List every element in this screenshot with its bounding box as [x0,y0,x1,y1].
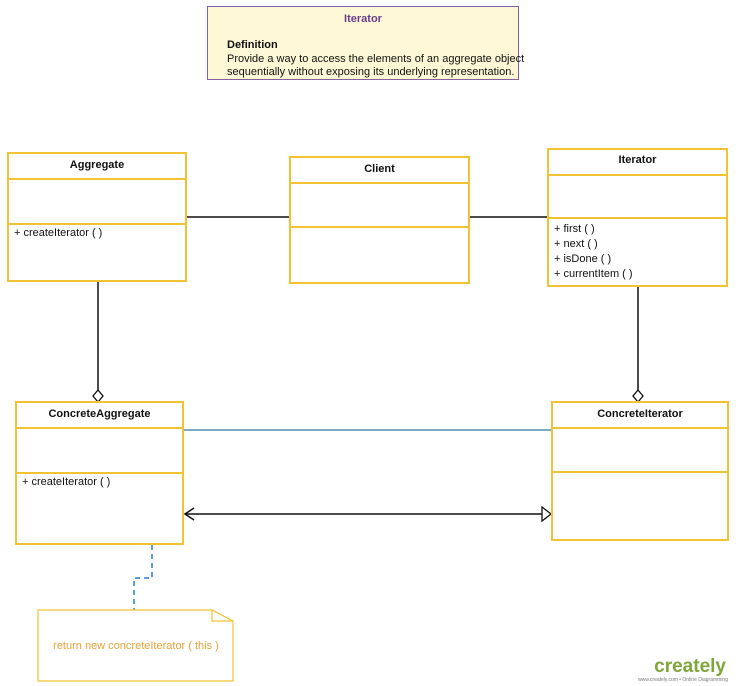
definition-line-1: Provide a way to access the elements of … [227,53,525,65]
class-concrete-aggregate-name: ConcreteAggregate [48,408,151,420]
class-concrete-iterator-name: ConcreteIterator [597,408,683,420]
class-concrete-aggregate-sep-1 [17,427,182,429]
class-concrete-aggregate-sep-2 [17,472,182,474]
definition-heading: Definition [227,39,278,51]
class-concrete-aggregate[interactable]: ConcreteAggregate + createIterator ( ) [15,401,184,545]
class-aggregate-op: + createIterator ( ) [14,227,103,239]
class-concrete-aggregate-op: + createIterator ( ) [22,476,111,488]
class-client-name: Client [364,163,395,175]
creately-tagline: www.creately.com • Online Diagramming [637,677,728,683]
class-client-sep-1 [291,182,468,184]
definition-note: Iterator Definition Provide a way to acc… [207,6,524,80]
class-iterator[interactable]: Iterator + first ( ) + next ( ) + isDone… [547,148,728,287]
class-concrete-iterator[interactable]: ConcreteIterator [551,401,729,541]
class-iterator-sep-1 [549,174,726,176]
class-client[interactable]: Client [289,156,470,284]
creately-logo: creately [654,656,726,677]
class-iterator-name: Iterator [618,154,657,166]
class-aggregate[interactable]: Aggregate + createIterator ( ) [7,152,187,282]
class-aggregate-sep-1 [9,178,185,180]
note-shape [37,609,234,682]
class-client-sep-2 [291,226,468,228]
class-aggregate-name: Aggregate [69,159,125,171]
class-iterator-sep-2 [549,217,726,219]
definition-title: Iterator [344,13,382,25]
class-aggregate-sep-2 [9,223,185,225]
dashed-note-link [133,545,153,610]
arrowhead-right-open [541,505,553,523]
class-iterator-op-next: + next ( ) [554,238,598,250]
class-iterator-op-isdone: + isDone ( ) [554,253,612,265]
class-concrete-iterator-sep-1 [553,427,727,429]
arrowhead-left [183,507,195,521]
definition-line-2: sequentially without exposing its underl… [227,66,515,78]
class-concrete-iterator-sep-2 [553,471,727,473]
note-fold [211,610,233,622]
class-iterator-op-currentitem: + currentItem ( ) [554,268,633,280]
class-iterator-op-first: + first ( ) [554,223,595,235]
note-text: return new concreteIterator ( this ) [53,640,219,652]
